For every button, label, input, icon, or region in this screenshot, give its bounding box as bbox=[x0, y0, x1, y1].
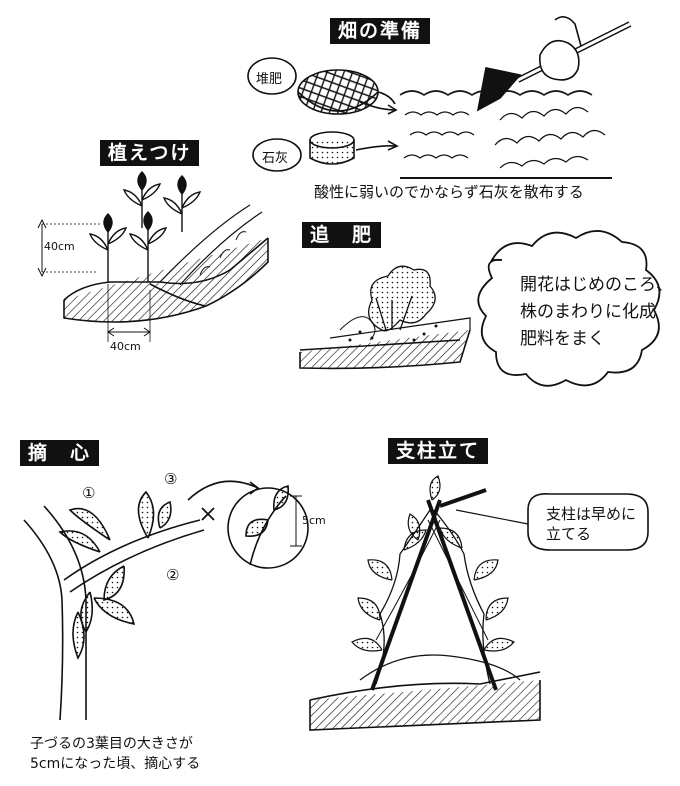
topdress-line-2: 株のまわりに化成 bbox=[520, 302, 656, 322]
seedling bbox=[122, 171, 162, 228]
support-drawing bbox=[309, 475, 541, 731]
topdress-line-3: 肥料をまく bbox=[520, 329, 605, 349]
vine-mark-2: ② bbox=[166, 566, 180, 584]
topdress-title: 追 肥 bbox=[302, 222, 382, 248]
compost-basket bbox=[297, 69, 379, 115]
pinching-caption-1: 子づるの3葉目の大きさが bbox=[30, 736, 193, 752]
seedling bbox=[162, 175, 202, 232]
pinching-title: 摘 心 bbox=[20, 440, 100, 466]
support-title: 支柱立て bbox=[388, 438, 489, 464]
plant-height-label: 40cm bbox=[44, 240, 75, 253]
pinching-drawing bbox=[23, 480, 309, 721]
plant-spacing-label: 40cm bbox=[110, 340, 141, 353]
seedling bbox=[88, 213, 128, 282]
seedling bbox=[128, 211, 168, 282]
lime-label: 石灰 bbox=[262, 151, 289, 166]
vine-mark-3: ③ bbox=[164, 470, 178, 488]
field-prep-drawing bbox=[247, 16, 632, 179]
support-bubble-line-1: 支柱は早めに bbox=[546, 505, 637, 523]
field-prep-title: 畑の準備 bbox=[330, 18, 431, 44]
compost-label-bubble bbox=[247, 57, 297, 95]
planting-drawing bbox=[37, 171, 269, 342]
planting-title: 植えつけ bbox=[100, 140, 200, 166]
support-bubble-line-2: 立てる bbox=[546, 525, 592, 543]
vine-mark-1: ① bbox=[82, 484, 96, 502]
topdress-drawing bbox=[299, 265, 471, 370]
topdress-speech-bubble bbox=[477, 230, 661, 387]
lime-label-bubble bbox=[252, 138, 302, 172]
compost-label: 堆肥 bbox=[256, 72, 283, 87]
leaf-size-label: 5cm bbox=[302, 514, 326, 527]
support-speech-bubble bbox=[527, 493, 649, 551]
field-prep-caption: 酸性に弱いのでかならず石灰を散布する bbox=[314, 183, 584, 201]
topdress-line-1: 開花はじめのころ、 bbox=[520, 275, 673, 295]
pinching-caption-2: 5cmになった頃、摘心する bbox=[30, 756, 201, 772]
